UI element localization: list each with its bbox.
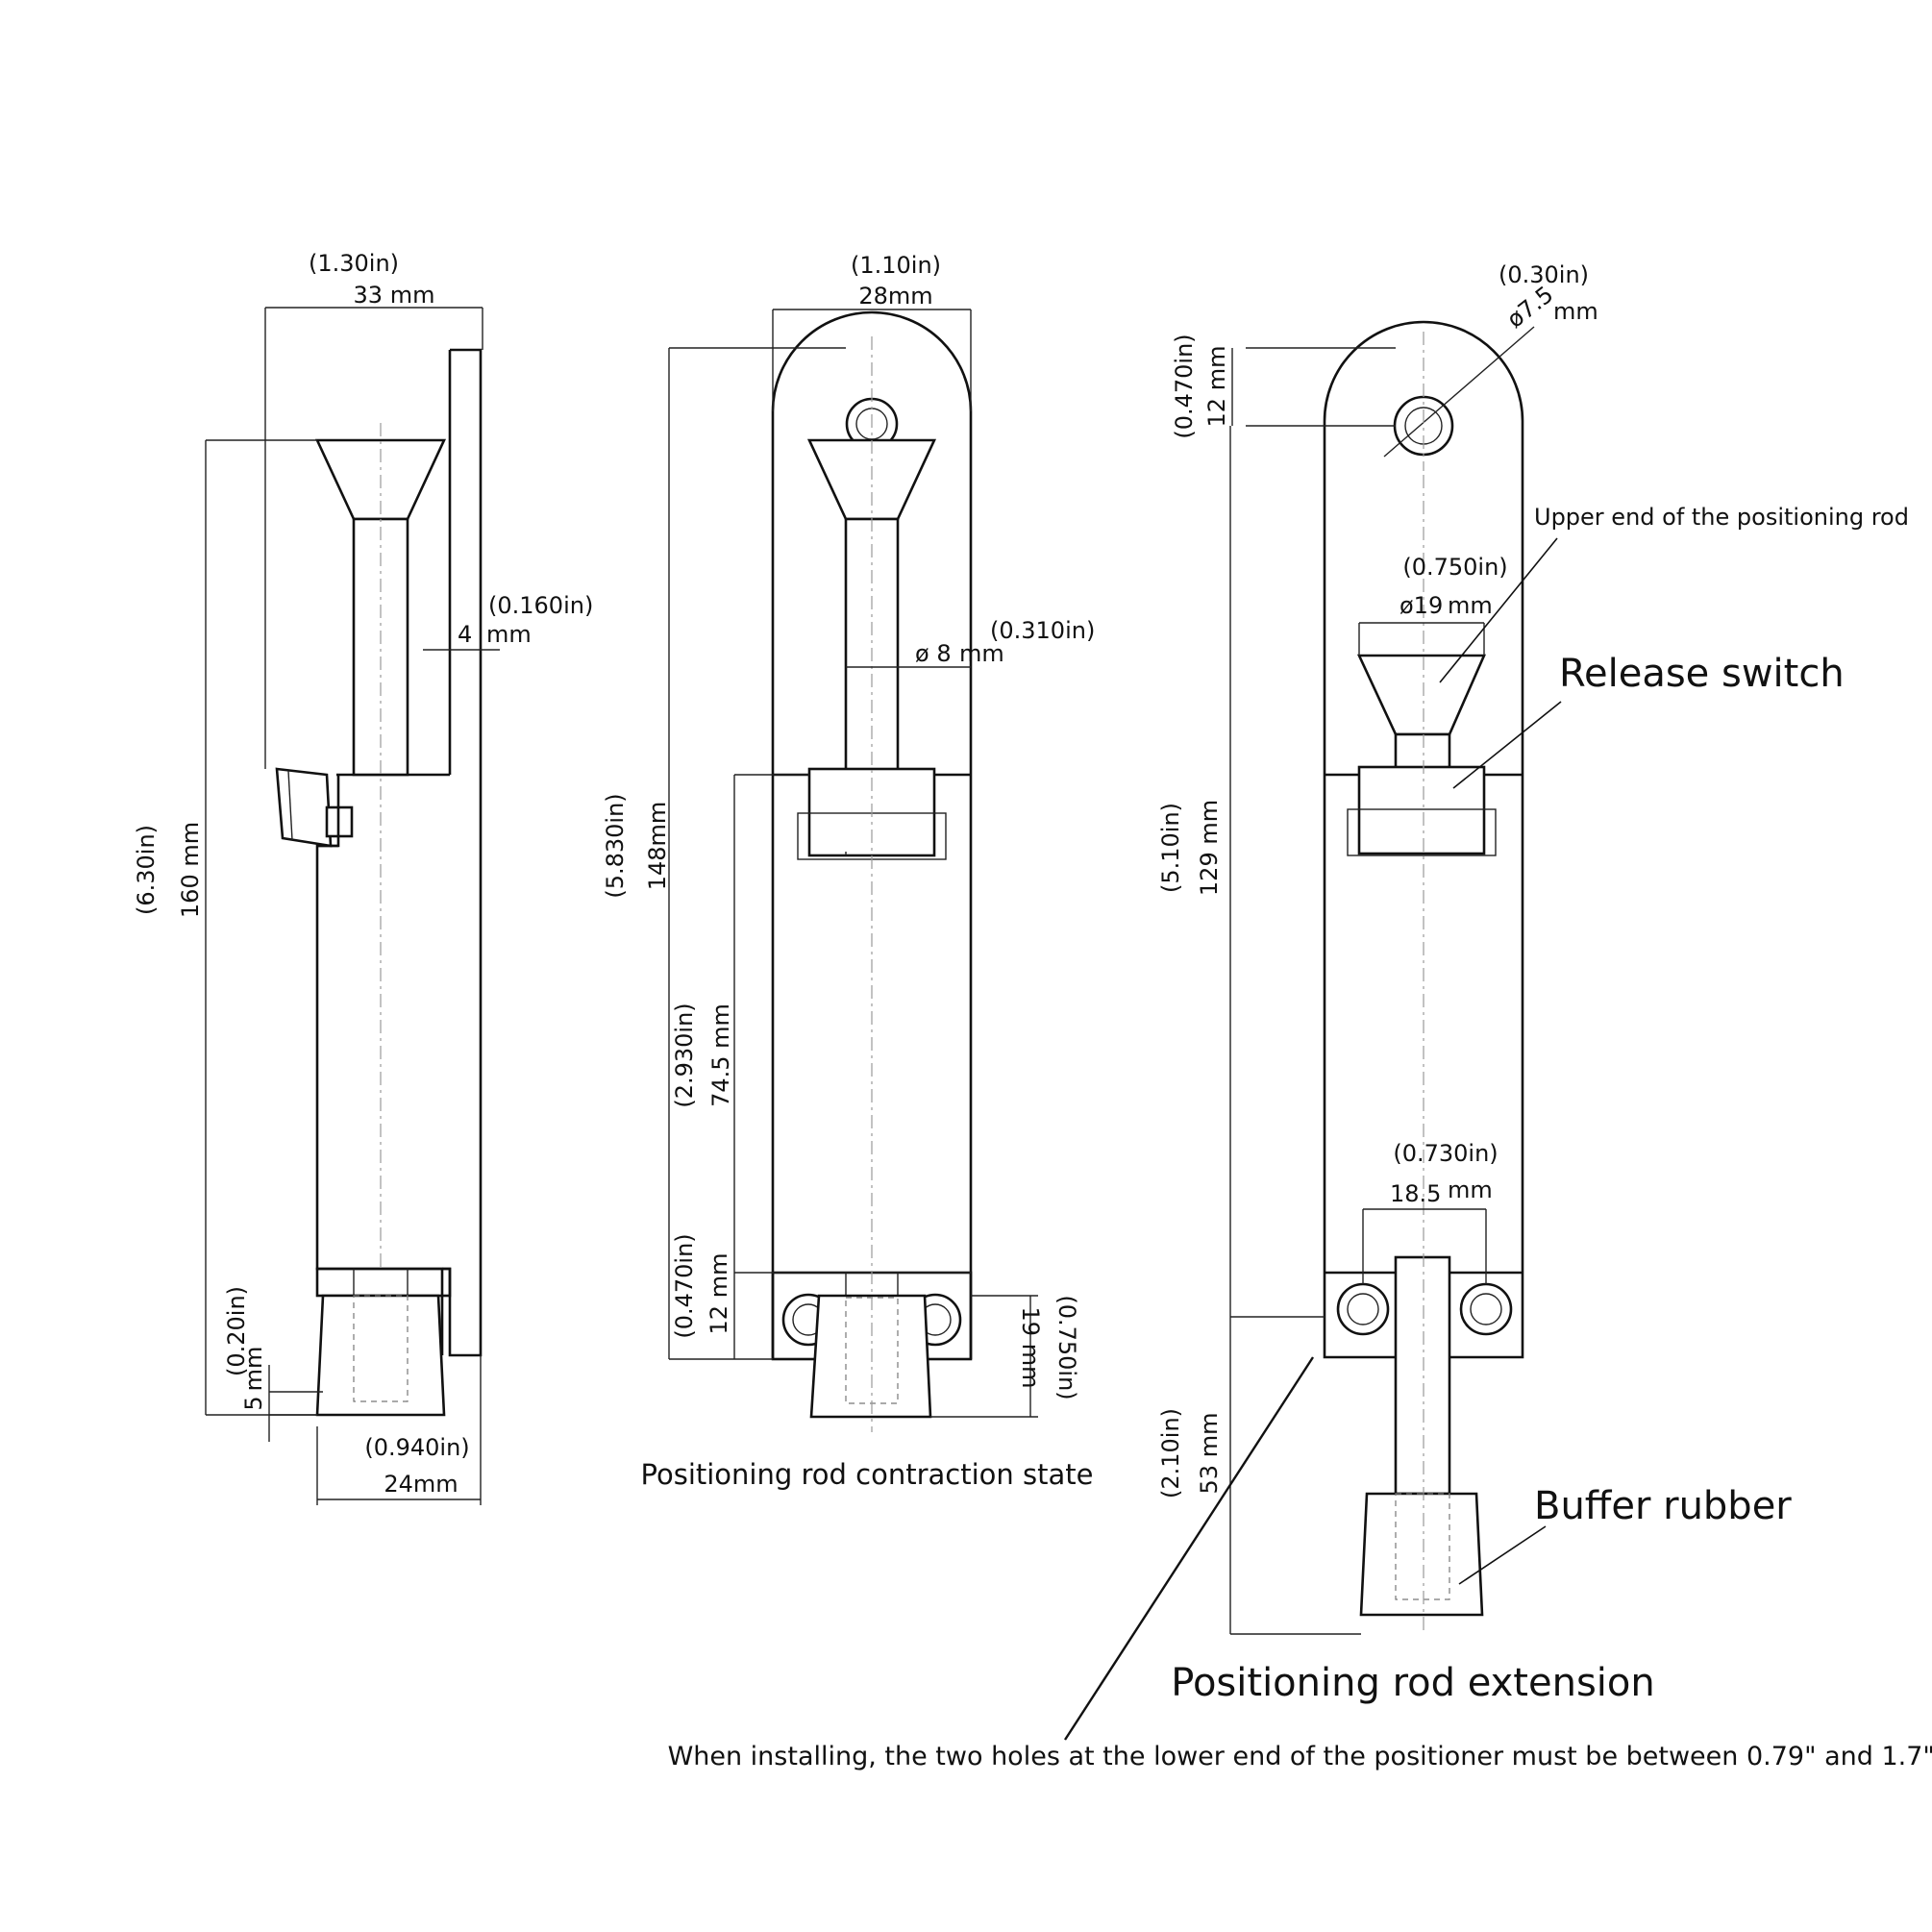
extension-cone-mm: ø19: [1399, 592, 1443, 619]
contraction-base-mm: 12 mm: [706, 1253, 732, 1335]
side-gap-mm-unit: mm: [240, 1347, 267, 1392]
side-plate-mm-unit: mm: [486, 621, 532, 648]
side-release-switch: [275, 767, 333, 848]
extension-cone-mm-unit: mm: [1448, 592, 1493, 619]
side-gap-mm-value: 5: [240, 1396, 267, 1410]
extension-hole-mm-unit: mm: [1553, 298, 1598, 325]
contraction-height-in: (5.830in): [602, 793, 629, 898]
contraction-travel-mm: 74.5 mm: [707, 1003, 734, 1107]
side-height-mm: 160 mm: [177, 822, 204, 918]
side-buffer-foot: [315, 1294, 446, 1417]
side-width-in: (1.30in): [309, 250, 399, 277]
extension-hole-in: (0.30in): [1499, 261, 1589, 288]
side-plate-mm-value: 4: [458, 621, 472, 648]
extension-cone-in: (0.750in): [1402, 554, 1507, 581]
extension-left-hole: [1336, 1282, 1390, 1336]
contraction-width-mm: 28mm: [858, 283, 932, 310]
contraction-travel-in: (2.930in): [671, 1003, 698, 1107]
contraction-buffer-foot: [809, 1294, 932, 1419]
label-upper-end: Upper end of the positioning rod: [1534, 504, 1909, 531]
extension-right-hole: [1459, 1282, 1513, 1336]
contraction-view: (1.10in) 28mm (0.310in) ø 8 mm (5.830in)…: [602, 252, 1095, 1491]
side-gap-in: (0.20in): [223, 1286, 250, 1376]
side-foot-mm: 24mm: [384, 1471, 458, 1498]
contraction-rod-mm-unit: mm: [959, 640, 1004, 667]
contraction-foot-mm: 19 mm: [1017, 1307, 1044, 1389]
contraction-caption: Positioning rod contraction state: [641, 1458, 1094, 1491]
extension-top-mm: 12 mm: [1203, 346, 1230, 428]
extension-top-in: (0.470in): [1171, 334, 1198, 438]
contraction-rod-mm: ø 8: [915, 640, 952, 667]
side-width-mm: 33 mm: [354, 282, 435, 309]
extension-extension-mm: 53 mm: [1196, 1413, 1223, 1495]
side-plate-in: (0.160in): [488, 592, 593, 619]
extension-holes-in: (0.730in): [1393, 1140, 1498, 1167]
side-view: (1.30in) 33 mm (0.160in) 4 mm (6.30in) 1…: [133, 250, 593, 1505]
extension-extension-in: (2.10in): [1157, 1408, 1184, 1499]
label-release-switch: Release switch: [1559, 652, 1845, 696]
side-main-body: [315, 775, 444, 1355]
install-note: When installing, the two holes at the lo…: [668, 1742, 1932, 1771]
extension-caption: Positioning rod extension: [1171, 1661, 1654, 1705]
contraction-height-mm: 148mm: [644, 802, 671, 891]
extension-holes-mm-unit: mm: [1448, 1177, 1493, 1203]
side-lower-block: [315, 1267, 452, 1298]
extension-cone: [1356, 654, 1486, 736]
label-buffer-rubber: Buffer rubber: [1534, 1484, 1792, 1528]
contraction-base-in: (0.470in): [671, 1233, 698, 1338]
contraction-width-in: (1.10in): [851, 252, 941, 279]
side-foot-in: (0.940in): [364, 1434, 469, 1461]
extension-release-switch: [1357, 765, 1486, 855]
extension-rod: [1394, 1255, 1451, 1496]
contraction-foot-in: (0.750in): [1053, 1295, 1080, 1399]
contraction-body: [771, 310, 973, 1359]
side-height-in: (6.30in): [133, 825, 160, 915]
extension-body: [1323, 320, 1524, 1359]
side-back-plate: [442, 348, 483, 1357]
extension-buffer-foot: [1359, 1492, 1484, 1617]
extension-holes-mm: 18.5: [1390, 1180, 1441, 1207]
contraction-rod-in: (0.310in): [990, 617, 1095, 644]
extension-height-mm: 129 mm: [1196, 800, 1223, 896]
extension-height-in: (5.10in): [1157, 803, 1184, 893]
extension-hole-mm: ø7.5: [1501, 281, 1558, 334]
